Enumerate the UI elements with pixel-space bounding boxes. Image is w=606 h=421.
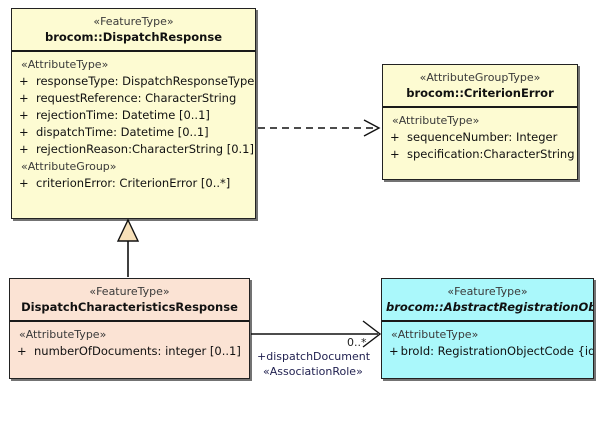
attribute-row[interactable]: + responseType: DispatchResponseType (12, 73, 255, 90)
class-body-abstract-registration-object: «AttributeType» + broId: RegistrationObj… (382, 322, 593, 365)
association-role-stereotype-label: «AssociationRole» (263, 365, 363, 378)
attribute-label: specification:CharacterString (407, 147, 575, 161)
section-stereotype-attributetype: «AttributeType» (391, 328, 479, 341)
attribute-row[interactable]: + dispatchTime: Datetime [0..1] (12, 124, 255, 141)
class-title: brocom::CriterionError (406, 86, 554, 100)
attribute-row[interactable]: + rejectionReason:CharacterString [0.1] (12, 141, 255, 158)
attribute-row[interactable]: + numberOfDocuments: integer [0..1] (10, 343, 249, 360)
attribute-row[interactable]: + broId: RegistrationObjectCode {id} (382, 343, 593, 360)
attribute-row[interactable]: + requestReference: CharacterString (12, 90, 255, 107)
attribute-label: responseType: DispatchResponseType (36, 74, 255, 88)
class-title: brocom::DispatchResponse (45, 30, 222, 44)
class-dispatch-characteristics-response[interactable]: «FeatureType» DispatchCharacteristicsRes… (9, 278, 250, 379)
attribute-label: requestReference: CharacterString (36, 91, 237, 105)
attribute-visibility: + (390, 147, 400, 161)
attribute-label: dispatchTime: Datetime [0..1] (36, 125, 209, 139)
association-role-name-label: +dispatchDocument (257, 350, 371, 363)
attribute-label: rejectionTime: Datetime [0..1] (36, 108, 210, 122)
class-header-criterion-error: «AttributeGroupType» brocom::CriterionEr… (383, 65, 577, 108)
attribute-visibility: + (389, 344, 399, 358)
class-stereotype: «FeatureType» (89, 285, 170, 298)
attribute-label: rejectionReason:CharacterString [0.1] (36, 142, 254, 156)
class-title: DispatchCharacteristicsResponse (21, 300, 238, 314)
attribute-visibility: + (19, 176, 29, 190)
class-header-abstract-registration-object: «FeatureType» brocom::AbstractRegistrati… (382, 279, 593, 322)
class-dispatch-response[interactable]: «FeatureType» brocom::DispatchResponse «… (11, 8, 256, 219)
class-criterion-error[interactable]: «AttributeGroupType» brocom::CriterionEr… (382, 64, 578, 180)
class-body-dispatch-response: «AttributeType» + responseType: Dispatch… (12, 52, 255, 197)
class-abstract-registration-object[interactable]: «FeatureType» brocom::AbstractRegistrati… (381, 278, 594, 379)
attribute-visibility: + (19, 74, 29, 88)
attribute-visibility: + (19, 125, 29, 139)
generalization-arrowhead (116, 218, 140, 242)
attribute-visibility: + (19, 108, 29, 122)
attribute-visibility: + (19, 142, 29, 156)
attribute-row[interactable]: + specification:CharacterString (383, 146, 577, 163)
class-stereotype: «FeatureType» (93, 15, 174, 28)
attribute-row[interactable]: + sequenceNumber: Integer (383, 129, 577, 146)
section-stereotype-attributetype: «AttributeType» (19, 328, 107, 341)
attribute-row[interactable]: + rejectionTime: Datetime [0..1] (12, 107, 255, 124)
section-stereotype-attributetype: «AttributeType» (392, 114, 480, 127)
class-body-dispatch-characteristics-response: «AttributeType» + numberOfDocuments: int… (10, 322, 249, 365)
attribute-label: broId: RegistrationObjectCode {id} (400, 344, 594, 358)
class-header-dispatch-response: «FeatureType» brocom::DispatchResponse (12, 9, 255, 52)
attribute-label: criterionError: CriterionError [0..*] (36, 176, 231, 190)
attribute-row[interactable]: + criterionError: CriterionError [0..*] (12, 175, 255, 192)
attribute-visibility: + (19, 91, 29, 105)
dependency-arrowhead (363, 119, 381, 137)
class-body-criterion-error: «AttributeType» + sequenceNumber: Intege… (383, 108, 577, 168)
section-stereotype-attributegroup: «AttributeGroup» (21, 160, 117, 173)
class-stereotype: «FeatureType» (447, 285, 528, 298)
class-header-dispatch-characteristics-response: «FeatureType» DispatchCharacteristicsRes… (10, 279, 249, 322)
attribute-visibility: + (17, 344, 27, 358)
class-title: brocom::AbstractRegistrationObject (386, 300, 593, 314)
attribute-label: numberOfDocuments: integer [0..1] (34, 344, 241, 358)
section-stereotype-attributetype: «AttributeType» (21, 58, 109, 71)
association-multiplicity-label: 0..* (347, 336, 367, 349)
attribute-label: sequenceNumber: Integer (407, 130, 558, 144)
attribute-visibility: + (390, 130, 400, 144)
class-stereotype: «AttributeGroupType» (419, 71, 541, 84)
